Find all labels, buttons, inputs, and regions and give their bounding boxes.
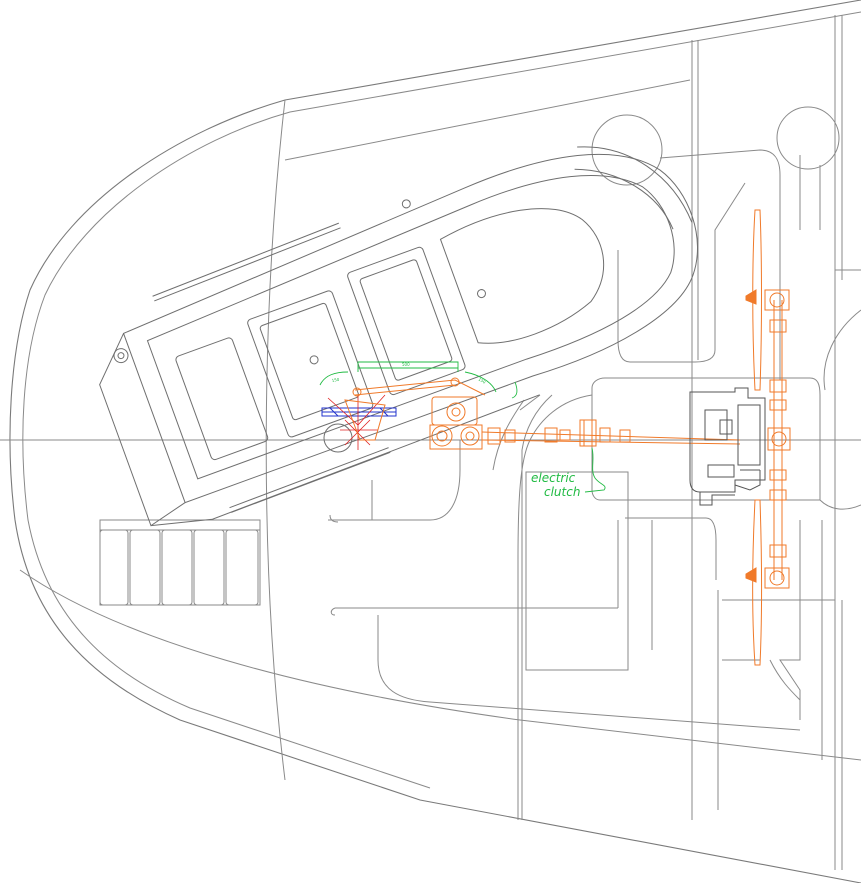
tender-dinghy [99,146,698,527]
bench-slats [99,519,261,606]
lower-winch [745,499,790,666]
davit-base [321,394,397,453]
dimension-label-right: 150 [478,377,488,385]
deck-structure [99,15,861,870]
clutch-annotation-line2: clutch [544,485,580,499]
drive-mechanism [344,209,791,666]
clutch-annotation-line1: electric [531,471,576,485]
engine-block [689,387,766,506]
dimension-label-left: 150 [331,377,340,383]
dimension-label-top: 500 [402,362,410,367]
dimension-lines: 150 500 150 electric clutch [319,361,606,499]
electric-clutch [579,419,611,447]
upper-winch [745,209,790,391]
clutch-leader-line [584,447,606,493]
